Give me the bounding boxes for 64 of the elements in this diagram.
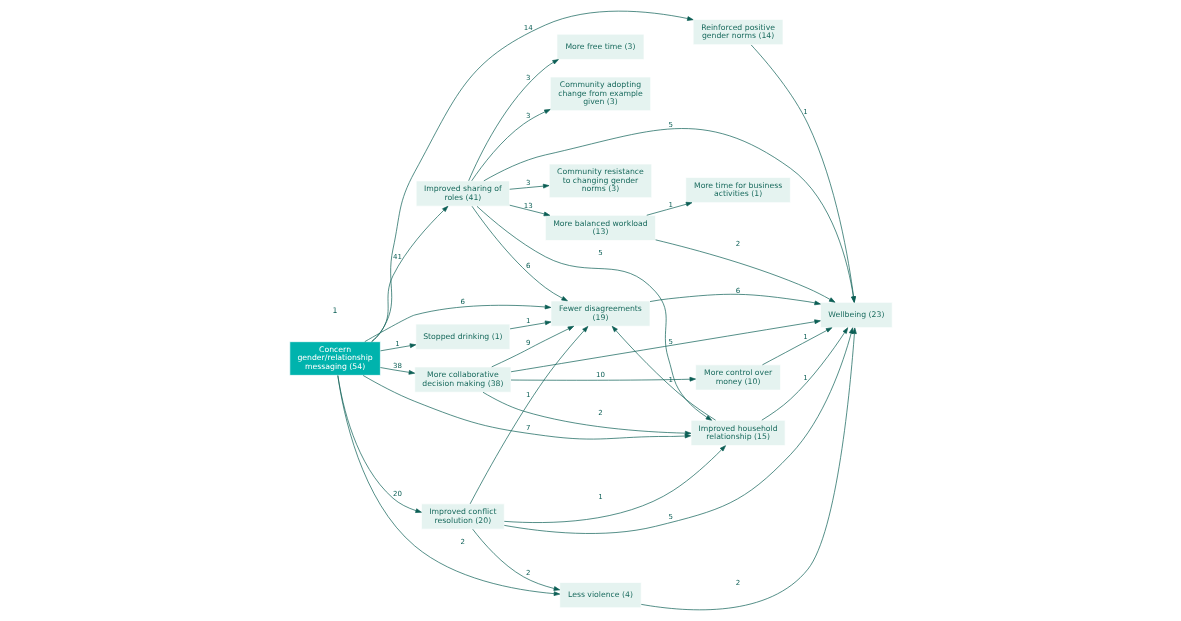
edge-label: 5 (597, 247, 603, 257)
arrow (470, 109, 551, 182)
arrow (654, 239, 835, 303)
arrow (469, 326, 588, 505)
edge-label: 3 (525, 110, 530, 120)
arrow (336, 375, 560, 596)
edge-label: 6 (735, 285, 740, 295)
edge-label: 2 (597, 407, 603, 417)
edge-label: 1 (597, 491, 603, 501)
arrow (370, 205, 448, 342)
arrow (510, 376, 696, 382)
edge-label: 7 (525, 423, 530, 433)
arrow (483, 128, 856, 303)
arrow (760, 327, 848, 421)
edge-label: 2 (735, 239, 740, 249)
arrow (379, 367, 415, 375)
edge-label: 13 (523, 201, 533, 211)
edge-label: 1 (525, 390, 530, 400)
edge-label: 6 (460, 296, 465, 306)
arrow (503, 445, 726, 523)
arrow (509, 320, 551, 330)
edge-label: 41 (392, 251, 402, 261)
arrow (362, 375, 691, 440)
edge-label: 20 (392, 489, 402, 499)
edge-label: 3 (525, 178, 530, 188)
edge-label: 1 (802, 107, 808, 117)
edge-label: 5 (667, 336, 673, 346)
edge-label: 2 (525, 567, 530, 577)
arrow (645, 201, 692, 216)
arrow (640, 327, 857, 611)
arrow (750, 44, 856, 303)
arrow (503, 327, 853, 534)
arrow (379, 343, 416, 352)
arrow (337, 375, 422, 513)
edge-label: 1 (525, 316, 530, 326)
arrow (371, 10, 693, 342)
arrow (611, 326, 716, 421)
arrow (476, 206, 712, 421)
arrow (510, 319, 821, 373)
edge-label: 6 (525, 260, 530, 270)
edge-label: 9 (525, 338, 530, 348)
edge-label: 2 (735, 578, 740, 588)
edge-label: 2 (460, 536, 465, 546)
arrow (761, 327, 832, 366)
arrow (482, 391, 691, 436)
arrow (471, 205, 568, 302)
edge-label: 1 (667, 199, 673, 209)
arrow (467, 59, 559, 182)
arrow (471, 528, 560, 591)
arrow (490, 325, 574, 368)
arrow (649, 293, 821, 306)
edge-label: 1 (802, 331, 808, 341)
arrow (363, 304, 551, 342)
edge-label: 14 (523, 22, 533, 32)
arrow (508, 183, 549, 190)
arrow (508, 204, 550, 217)
edge-label: 10 (595, 370, 605, 380)
edge-label: 1 (802, 373, 808, 383)
edge-label: 5 (667, 512, 673, 522)
edge-label: 38 (392, 360, 402, 370)
edge-label: 3 (525, 72, 530, 82)
edge-label: 1 (667, 374, 673, 384)
edge-label: 5 (667, 119, 673, 129)
edge-label: 1 (394, 338, 400, 348)
